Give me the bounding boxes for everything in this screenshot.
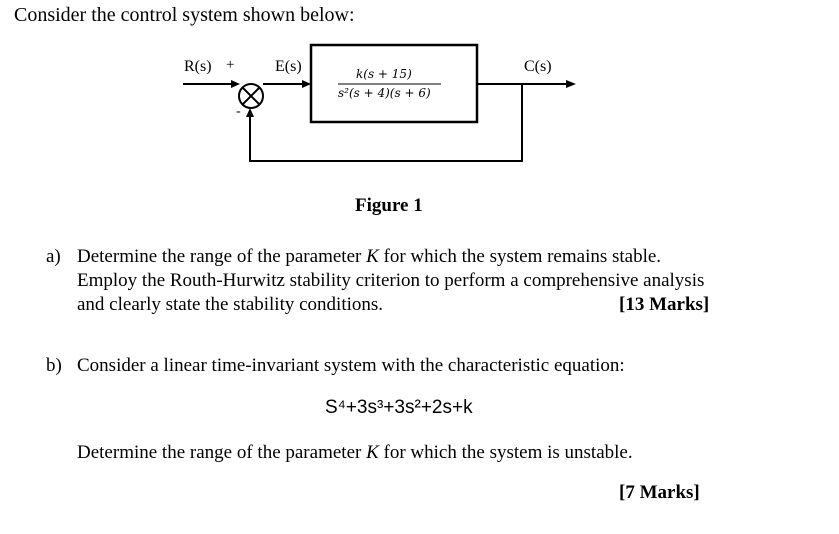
question-a-var: K [366,246,379,267]
question-b-label: b) [46,355,62,376]
tf-numerator: k(s + 15) [356,67,412,81]
question-a-line-1: Determine the range of the parameter K f… [77,246,661,268]
input-label: R(s) [184,58,212,75]
error-label: E(s) [275,58,302,75]
tf-denominator: s²(s + 4)(s + 6) [338,86,431,100]
characteristic-equation: S⁴+3s³+3s²+2s+k [325,397,473,418]
question-b-line-2-pre: Determine the range of the parameter [77,442,367,463]
question-a-line-3: and clearly state the stability conditio… [77,294,384,315]
minus-sign: - [236,104,241,119]
figure-caption: Figure 1 [355,195,423,216]
output-arrowhead [566,80,576,88]
question-a-label: a) [46,246,61,267]
question-b-var: K [366,442,379,463]
error-arrowhead [302,80,311,88]
question-a-line-1-pre: Determine the range of the parameter [77,246,367,267]
question-a-marks: [13 Marks] [619,294,710,315]
question-a-line-2: Employ the Routh-Hurwitz stability crite… [77,270,705,291]
plus-sign: + [226,57,235,73]
feedback-path [249,84,523,162]
question-b-line-2-post: for which the system is unstable. [378,442,633,463]
question-b-marks: [7 Marks] [619,482,700,503]
question-b-line-2: Determine the range of the parameter K f… [77,442,633,464]
input-arrowhead [231,80,240,88]
question-b-line-1: Consider a linear time-invariant system … [77,355,625,376]
summing-junction [238,83,264,109]
feedback-arrowhead [246,108,254,117]
question-a-line-1-post: for which the system remains stable. [378,246,662,267]
intro-text: Consider the control system shown below: [14,4,355,26]
output-label: C(s) [524,58,552,75]
